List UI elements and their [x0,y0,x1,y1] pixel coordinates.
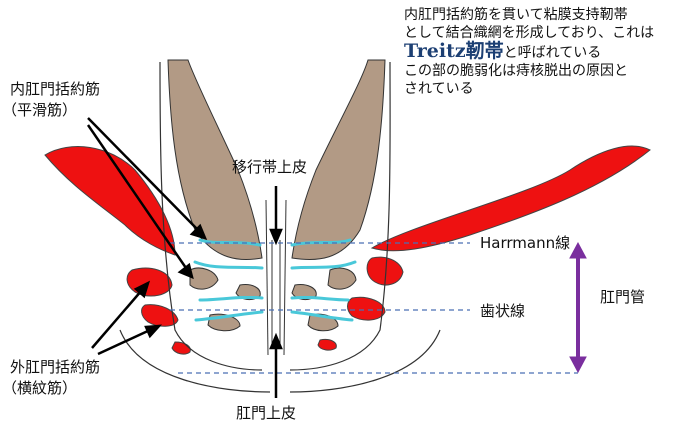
external-arrow-2 [97,328,151,356]
dentate-line-label: 歯状線 [480,302,526,320]
pointer-arrows [86,117,283,398]
anal-canal-arrow [569,241,587,374]
external-sphincter-label: 外肛門括約筋 [10,358,101,376]
internal-arrow-1 [87,117,199,231]
anal-epithelium-label: 肛門上皮 [236,404,297,422]
external-arrow-1 [91,289,143,349]
guide-lines [170,242,578,374]
annotation-line-3: Treitz靭帯と呼ばれている [404,42,700,62]
annotation-line-2: として結合織網を形成しており、これは [404,25,655,41]
canal-wall-outline [119,61,441,393]
internal-sphincter-sublabel: （平滑筋） [2,101,78,119]
internal-sphincter-muscles [167,59,386,332]
transitional-epithelium-label: 移行帯上皮 [232,158,308,176]
internal-sphincter-label: 内肛門括約筋 [10,80,101,98]
anal-canal-label: 肛門管 [600,288,646,306]
annotation-line-3-suffix: と呼ばれている [503,45,602,61]
hermann-line-label: Harrmann線 [480,234,571,252]
annotation-line-4: この部の脆弱化は痔核脱出の原因と [404,63,628,79]
annotation-line-1: 内肛門括約筋を貫いて粘膜支持靭帯 [404,7,628,23]
internal-arrow-2 [86,124,188,269]
canal-lumen [265,199,287,356]
treitz-term: Treitz靭帯 [404,40,504,62]
treitz-annotation: 内肛門括約筋を貫いて粘膜支持靭帯 として結合織網を形成しており、これは Trei… [404,6,700,98]
external-sphincter-sublabel: （横紋筋） [2,379,78,397]
annotation-line-5: されている [404,81,474,97]
